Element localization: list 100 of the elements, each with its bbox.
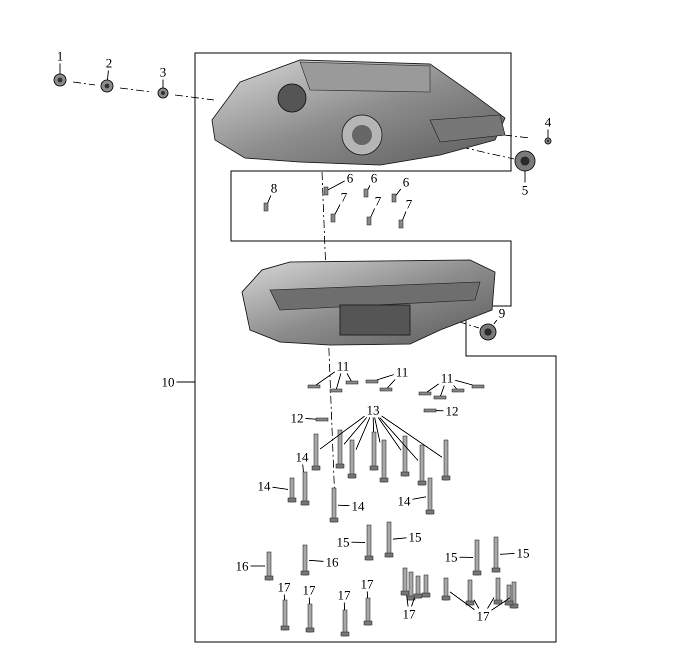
leader-line <box>378 417 402 451</box>
leader-line <box>374 417 380 443</box>
ring-icon <box>480 324 496 340</box>
bolt-icon <box>336 430 344 468</box>
pin-icon <box>366 380 378 384</box>
pin-icon <box>472 384 484 388</box>
leader-line <box>453 385 458 390</box>
bolt-icon <box>370 432 378 470</box>
leader-line <box>436 410 444 412</box>
callout-number: 17 <box>276 580 292 594</box>
callout-number: 2 <box>104 56 114 70</box>
leader-line <box>487 597 494 609</box>
callout-number: 15 <box>444 550 458 564</box>
pin-icon <box>366 216 372 226</box>
callout-number: 14 <box>350 500 366 512</box>
leader-line <box>376 374 394 380</box>
leader-line <box>493 320 498 324</box>
pin-icon <box>346 380 358 384</box>
leader-line <box>344 602 345 610</box>
ring-icon <box>514 150 536 172</box>
bolt-icon <box>426 478 434 514</box>
bolt-icon <box>400 568 410 596</box>
callout-number: 11 <box>394 366 410 378</box>
callout-number: 12 <box>290 412 304 424</box>
pin-icon <box>424 408 436 412</box>
leader-line <box>316 371 336 386</box>
callout-number: 10 <box>160 376 176 388</box>
callout-number: 15 <box>516 546 530 560</box>
callout-number: 15 <box>408 530 422 544</box>
leader-line <box>491 597 510 611</box>
bolt-icon <box>406 572 416 600</box>
bolt-icon <box>312 434 320 470</box>
leader-line <box>372 417 374 432</box>
bolt-icon <box>330 488 338 522</box>
callout-number: 17 <box>302 584 316 596</box>
callout-number: 13 <box>366 404 380 416</box>
leader-line <box>308 560 324 562</box>
leader-line <box>396 188 402 196</box>
pin-icon <box>324 186 328 196</box>
leader-line <box>426 383 440 392</box>
callout-number: 17 <box>402 608 416 620</box>
leader-line <box>450 591 475 610</box>
bolt-icon <box>442 578 450 600</box>
pin-icon <box>392 194 396 202</box>
bolt-icon <box>264 552 274 580</box>
leader-line <box>474 599 480 609</box>
callout-number: 17 <box>476 610 490 622</box>
pin-icon <box>264 202 268 212</box>
leader-line <box>328 180 346 190</box>
leader-line <box>162 79 164 88</box>
callout-number: 16 <box>234 560 250 572</box>
bolt-icon <box>384 522 394 558</box>
callout-number: 8 <box>270 182 278 194</box>
leader-line <box>272 486 288 490</box>
bolt-icon <box>340 610 350 636</box>
bolt-icon <box>422 574 430 598</box>
leader-line <box>338 504 350 506</box>
pin-icon <box>308 384 320 388</box>
leader-line <box>305 418 316 420</box>
bolt-icon <box>348 440 356 478</box>
bolt-icon <box>300 544 310 576</box>
bolt-icon <box>306 604 314 632</box>
bolt-icon <box>380 440 388 482</box>
leader-line <box>381 415 442 458</box>
callout-number: 14 <box>294 450 310 464</box>
callout-number: 6 <box>370 172 378 184</box>
leader-line <box>356 417 370 450</box>
leader-line <box>368 185 370 190</box>
leader-line <box>284 594 285 600</box>
leader-line <box>500 553 515 555</box>
leader-line <box>107 70 109 80</box>
pin-icon <box>418 392 432 396</box>
leader-line <box>406 594 409 607</box>
bolt-icon <box>492 536 500 572</box>
callout-number: 9 <box>498 306 506 320</box>
leader-line <box>366 591 368 598</box>
callout-number: 17 <box>336 588 352 602</box>
callout-number: 11 <box>440 372 454 384</box>
leader-line <box>379 417 418 461</box>
leader-line <box>392 537 407 540</box>
pin-icon <box>398 220 404 228</box>
bolt-icon <box>280 600 290 630</box>
bolt-icon <box>300 472 310 506</box>
bolt-icon <box>364 598 372 626</box>
bolt-icon <box>418 444 426 486</box>
callout-number: 4 <box>544 116 552 128</box>
bolt-icon <box>504 584 514 606</box>
leader-line <box>344 417 368 445</box>
callout-number: 11 <box>336 360 350 372</box>
leader-line <box>454 380 473 386</box>
callout-number: 7 <box>404 198 414 210</box>
bolt-icon <box>364 524 374 560</box>
leader-line <box>336 373 342 390</box>
nut-icon <box>544 138 552 144</box>
callout-number: 15 <box>336 536 350 548</box>
callout-number: 3 <box>158 66 168 78</box>
callout-number: 17 <box>360 578 374 590</box>
callout-number: 14 <box>256 480 272 492</box>
leader-line <box>411 598 415 607</box>
callout-number: 5 <box>520 184 530 196</box>
